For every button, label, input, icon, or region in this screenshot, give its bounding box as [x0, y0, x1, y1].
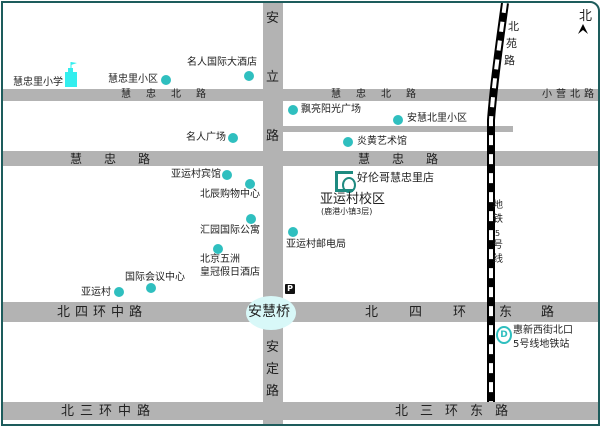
- road-label: 路: [541, 305, 555, 320]
- metro-label: 5号线地铁站: [513, 339, 570, 350]
- road-north-4th-ring: [3, 302, 598, 322]
- poi-marker[interactable]: [343, 137, 353, 147]
- poi-marker[interactable]: [245, 179, 255, 189]
- north-arrow-icon: [578, 24, 588, 34]
- subway-line-5-dashes: [489, 2, 507, 402]
- road-label: 慧: [70, 152, 83, 166]
- poi-label: 国际会议中心: [125, 272, 185, 283]
- subway-label: 铁: [493, 214, 503, 225]
- road-label: 慧: [121, 89, 131, 100]
- road-label: 立: [266, 70, 280, 85]
- poi-label: 皇冠假日酒店: [200, 267, 260, 278]
- road-label: 忠: [356, 89, 366, 100]
- poi-label: 慧忠里小学: [13, 77, 63, 88]
- poi-label: 名人广场: [186, 132, 226, 143]
- store-name[interactable]: 好伦哥慧忠里店: [357, 171, 434, 184]
- poi-marker[interactable]: [288, 105, 298, 115]
- road-label: 北三环东路: [395, 404, 521, 419]
- road-label: 路: [504, 54, 515, 67]
- road-north-3rd-ring: [3, 402, 598, 420]
- poi-label: 飘亮阳光广场: [301, 104, 361, 115]
- road-label: 北: [508, 20, 519, 33]
- road-label: 路: [196, 89, 206, 100]
- road-label: 定: [266, 362, 280, 377]
- poi-marker[interactable]: [393, 115, 403, 125]
- poi-label: 亚运村: [81, 287, 111, 298]
- poi-label: 亚运村邮电局: [286, 239, 346, 250]
- poi-label: 北辰购物中心: [200, 189, 260, 200]
- road-label: 北: [365, 305, 379, 320]
- poi-label: 名人国际大酒店: [187, 57, 257, 68]
- road-label: 安: [266, 11, 280, 26]
- north-label: 北: [579, 9, 593, 24]
- poi-marker[interactable]: [222, 170, 232, 180]
- road-label: 忠: [104, 152, 117, 166]
- poi-label: 北京五洲: [200, 254, 240, 265]
- road-label: 忠: [146, 89, 156, 100]
- road-label: 环: [453, 305, 467, 320]
- poi-label: 安慧北里小区: [407, 113, 467, 124]
- road-label: 慧: [358, 152, 371, 166]
- store-logo-icon: [335, 171, 356, 193]
- road-label: 忠: [392, 152, 405, 166]
- road-label: 四: [409, 305, 423, 320]
- road-label: 东: [499, 305, 513, 320]
- metro-station-icon: D: [496, 326, 512, 344]
- subway-label: 线: [493, 254, 503, 265]
- bridge-marker: [246, 296, 296, 330]
- poi-marker[interactable]: [246, 214, 256, 224]
- bridge-label: 安慧桥: [248, 304, 290, 320]
- poi-marker[interactable]: [244, 71, 254, 81]
- road-label: 北四环中路: [57, 305, 148, 320]
- road-label: 路: [138, 152, 151, 166]
- road-label: 苑: [506, 37, 517, 50]
- road-label: 路: [266, 384, 280, 399]
- road-huizhong-north: [3, 89, 598, 101]
- poi-marker[interactable]: [161, 75, 171, 85]
- road-small-east: [283, 126, 513, 132]
- road-label: 北: [171, 89, 181, 100]
- road-label: 慧: [331, 89, 341, 100]
- road-huizhong: [3, 151, 598, 166]
- road-label: 路: [406, 89, 416, 100]
- metro-label: 惠新西街北口: [513, 325, 573, 336]
- store-campus: 亚运村校区: [320, 192, 386, 207]
- poi-marker[interactable]: [288, 227, 298, 237]
- store-note: (鹿港小镇3层): [321, 207, 373, 216]
- poi-marker[interactable]: [228, 133, 238, 143]
- road-label: 北三环中路: [61, 404, 157, 419]
- poi-marker[interactable]: [114, 287, 124, 297]
- school-icon: [65, 62, 77, 87]
- subway-label: 地: [493, 200, 503, 211]
- poi-label: 慧忠里小区: [108, 74, 158, 85]
- road-label: 小营北路: [542, 89, 598, 100]
- road-label: 路: [266, 129, 280, 144]
- poi-marker[interactable]: [213, 244, 223, 254]
- poi-label: 亚运村宾馆: [171, 169, 221, 180]
- road-label: 路: [426, 152, 439, 166]
- poi-label: 炎黄艺术馆: [357, 136, 407, 147]
- road-label: 北: [381, 89, 391, 100]
- poi-label: 汇园国际公寓: [200, 225, 260, 236]
- road-label: 安: [266, 340, 280, 355]
- subway-label: 号: [493, 240, 503, 251]
- poi-marker[interactable]: [146, 283, 156, 293]
- parking-icon: P: [285, 284, 295, 294]
- subway-label: 5: [495, 229, 501, 238]
